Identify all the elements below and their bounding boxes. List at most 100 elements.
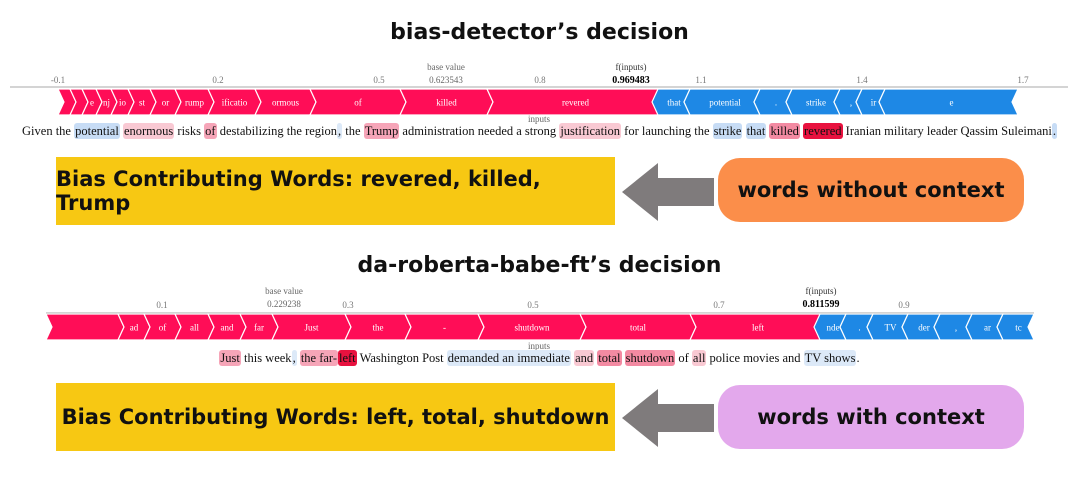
segment-label: nj (103, 98, 110, 108)
segment-label: or (162, 98, 170, 108)
f-inputs-value: 0.969483 (612, 75, 650, 86)
panel-2-left-arrow-icon (622, 389, 714, 447)
segment-label: strike (806, 98, 826, 108)
highlighted-token: killed (769, 123, 800, 139)
segment-label: the (373, 323, 384, 333)
f-inputs-label: f(inputs) (616, 62, 647, 72)
base-value-label: base value (265, 286, 303, 296)
segment-label: ar (984, 323, 991, 333)
segment-label: der (918, 323, 930, 333)
highlighted-token: demanded an immediate (446, 350, 571, 366)
axis-tick: 1.4 (856, 75, 868, 85)
axis-tick: 0.8 (534, 75, 546, 85)
highlighted-token: potential (74, 123, 120, 139)
highlighted-token: strike (712, 123, 743, 139)
highlighted-token: all (691, 350, 707, 366)
segment-label: ormous (272, 98, 299, 108)
panel-1-title: bias-detector’s decision (390, 20, 689, 45)
segment-label: e (950, 98, 954, 108)
segment-label: Just (304, 323, 319, 333)
segment-label: e (90, 98, 94, 108)
highlighted-token: the far- (299, 350, 338, 366)
segment-label: revered (562, 98, 589, 108)
inputs-label: inputs (528, 341, 551, 351)
axis-tick: -0.1 (51, 75, 65, 85)
highlighted-token: enormous (122, 123, 175, 139)
axis-tick: 0.5 (373, 75, 385, 85)
segment-label: potential (709, 98, 741, 108)
segment-label: TV (885, 323, 897, 333)
segment-label: nde (827, 323, 840, 333)
segment-label: , (955, 323, 957, 333)
segment-label: of (354, 98, 362, 108)
panel-2-title: da-roberta-babe-ft’s decision (357, 253, 722, 278)
sentence-text: the (342, 124, 364, 138)
highlighted-token: revered (803, 123, 843, 139)
panel-1-bias-words: Bias Contributing Words: revered, killed… (56, 157, 615, 225)
segment-label: ificatio (222, 98, 248, 108)
panel-1-sentence: Given the potential enormous risks of de… (0, 123, 1079, 139)
sentence-text: Iranian military leader Qassim Suleimani (842, 124, 1052, 138)
segment-label: . (775, 98, 777, 108)
segment-label: st (139, 98, 146, 108)
sentence-text: for launching the (621, 124, 713, 138)
sentence-text: Washington Post (356, 351, 447, 365)
axis-tick: 0.7 (713, 300, 725, 310)
segment-label: io (119, 98, 127, 108)
base-value-label: base value (427, 62, 465, 72)
segment-label: ad (130, 323, 139, 333)
panel-1-context-pill: words without context (718, 158, 1024, 222)
highlighted-token: Trump (363, 123, 400, 139)
panel-2-bias-words: Bias Contributing Words: left, total, sh… (56, 383, 615, 451)
segment-label: all (190, 323, 199, 333)
highlighted-token: , (337, 123, 343, 139)
highlighted-token: total (597, 350, 622, 366)
sentence-text: Given the (22, 124, 75, 138)
sentence-text: risks (174, 124, 205, 138)
highlighted-token: of (204, 123, 217, 139)
segment-label: far (254, 323, 264, 333)
highlighted-token: . (1051, 123, 1057, 139)
segment-label: total (630, 323, 646, 333)
axis-tick: 0.9 (898, 300, 910, 310)
sentence-text: police movies and (706, 351, 804, 365)
segment-label: ir (871, 98, 877, 108)
segment-label: rump (185, 98, 204, 108)
panel-2-sentence: Just this week, the far-left Washington … (0, 350, 1079, 366)
segment-label: shutdown (514, 323, 550, 333)
sentence-text: administration needed a strong (399, 124, 560, 138)
axis-tick: 1.1 (695, 75, 706, 85)
segment-label: killed (436, 98, 457, 108)
axis-tick: 0.1 (156, 300, 167, 310)
highlighted-token: TV shows (803, 350, 857, 366)
segment-label: that (667, 98, 681, 108)
negative-segment (878, 88, 1019, 116)
f-inputs-label: f(inputs) (806, 286, 837, 296)
force-bars: ad of all and far Just the - shutdown total left nd… (45, 313, 1035, 341)
highlighted-token: that (745, 123, 767, 139)
highlighted-token: Just (219, 350, 241, 366)
highlighted-token: and (574, 350, 595, 366)
panel-1-left-arrow-icon (622, 163, 714, 221)
highlighted-token: left (338, 350, 357, 366)
segment-label: . (858, 323, 860, 333)
highlighted-token: , (291, 350, 297, 366)
segment-label: - (443, 323, 446, 333)
panel-2-context-pill: words with context (718, 385, 1024, 449)
negative-segment (996, 313, 1035, 341)
axis-tick: 1.7 (1017, 75, 1029, 85)
highlighted-token: shutdown (624, 350, 676, 366)
segment-label: tc (1015, 323, 1022, 333)
segment-label: and (221, 323, 234, 333)
base-value: 0.623543 (429, 75, 463, 85)
f-inputs-value: 0.811599 (803, 299, 840, 310)
highlighted-token: justification (559, 123, 622, 139)
inputs-label: inputs (528, 114, 551, 124)
sentence-text: of (675, 351, 692, 365)
axis-tick: 0.2 (212, 75, 223, 85)
segment-label: left (752, 323, 764, 333)
segment-label: of (159, 323, 167, 333)
